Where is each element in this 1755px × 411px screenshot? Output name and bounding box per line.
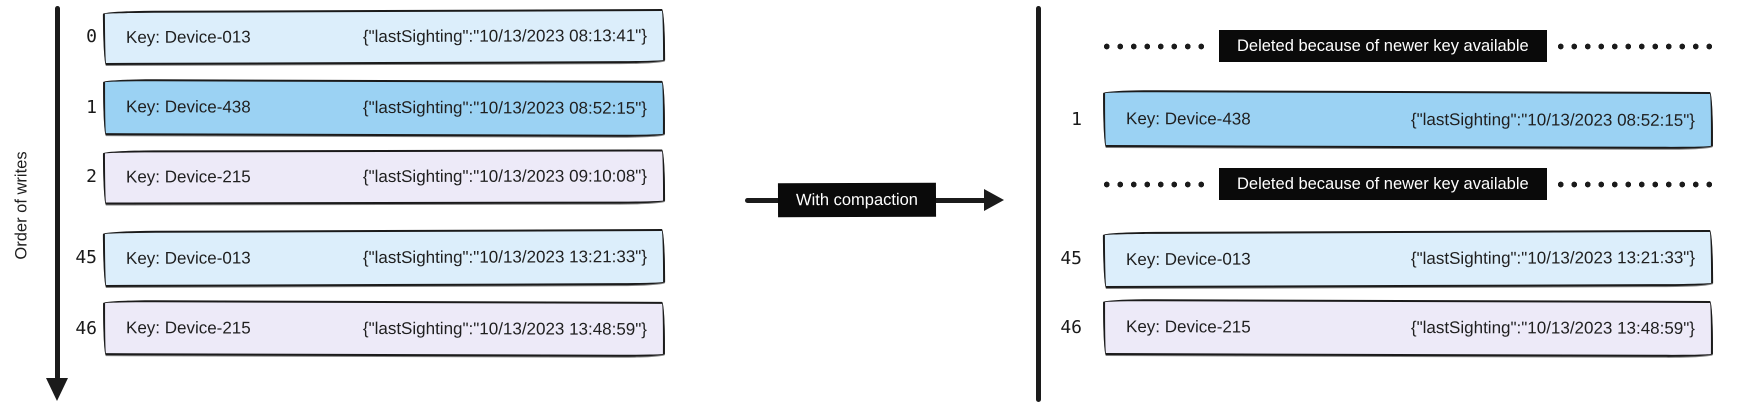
record-box: Key: Device-215 {"lastSighting":"10/13/20… <box>1102 299 1714 357</box>
row-index: 46 <box>75 318 97 339</box>
dotted-line <box>1100 42 1212 50</box>
row-index: 1 <box>86 97 97 118</box>
row-index: 2 <box>86 166 97 187</box>
deleted-label: Deleted because of newer key available <box>1219 30 1547 62</box>
arrow-right-icon <box>984 189 1004 211</box>
record-key: Key: Device-215 <box>125 167 251 187</box>
record-box: Key: Device-438 {"lastSighting":"10/13/20… <box>102 79 666 137</box>
dotted-line <box>1553 42 1712 50</box>
row-index: 1 <box>1071 109 1082 130</box>
arrow-down-icon <box>46 378 68 401</box>
deleted-row: Deleted because of newer key available <box>1100 24 1712 68</box>
row-index: 46 <box>1060 317 1082 338</box>
record-key: Key: Device-013 <box>1125 249 1251 269</box>
dotted-line <box>1100 180 1212 188</box>
record-value: {"lastSighting":"10/13/2023 13:48:59"} <box>1410 318 1696 338</box>
record-value: {"lastSighting":"10/13/2023 08:13:41"} <box>362 26 648 47</box>
deleted-label: Deleted because of newer key available <box>1219 168 1547 200</box>
record-box: Key: Device-215 {"lastSighting":"10/13/20… <box>102 300 666 357</box>
order-of-writes-arrow-line <box>55 6 60 380</box>
record-value: {"lastSighting":"10/13/2023 08:52:15"} <box>362 97 648 118</box>
record-value: {"lastSighting":"10/13/2023 13:21:33"} <box>362 247 648 268</box>
record-box: Key: Device-013 {"lastSighting":"10/13/20… <box>1102 229 1714 289</box>
record-key: Key: Device-013 <box>125 248 251 268</box>
record-key: Key: Device-215 <box>125 317 251 338</box>
row-index: 45 <box>75 247 97 268</box>
row-index: 0 <box>86 26 97 47</box>
row-index: 45 <box>1060 248 1082 269</box>
compaction-label: With compaction <box>777 182 937 218</box>
right-log-axis-line <box>1036 6 1041 402</box>
order-of-writes-label: Order of writes <box>12 151 31 260</box>
record-box: Key: Device-013 {"lastSighting":"10/13/20… <box>102 229 666 287</box>
record-key: Key: Device-215 <box>1125 317 1251 337</box>
record-box: Key: Device-013 {"lastSighting":"10/13/20… <box>102 9 666 65</box>
record-key: Key: Device-438 <box>1125 108 1251 129</box>
record-key: Key: Device-438 <box>125 97 251 117</box>
order-of-writes-axis: Order of writes <box>0 0 44 411</box>
record-box: Key: Device-438 {"lastSighting":"10/13/20… <box>1102 90 1714 149</box>
record-value: {"lastSighting":"10/13/2023 09:10:08"} <box>362 166 648 187</box>
record-value: {"lastSighting":"10/13/2023 13:48:59"} <box>362 318 648 339</box>
record-key: Key: Device-013 <box>125 27 251 47</box>
record-value: {"lastSighting":"10/13/2023 08:52:15"} <box>1410 109 1696 130</box>
deleted-row: Deleted because of newer key available <box>1100 162 1712 206</box>
dotted-line <box>1553 180 1712 188</box>
record-box: Key: Device-215 {"lastSighting":"10/13/20… <box>102 149 666 205</box>
record-value: {"lastSighting":"10/13/2023 13:21:33"} <box>1410 247 1696 268</box>
